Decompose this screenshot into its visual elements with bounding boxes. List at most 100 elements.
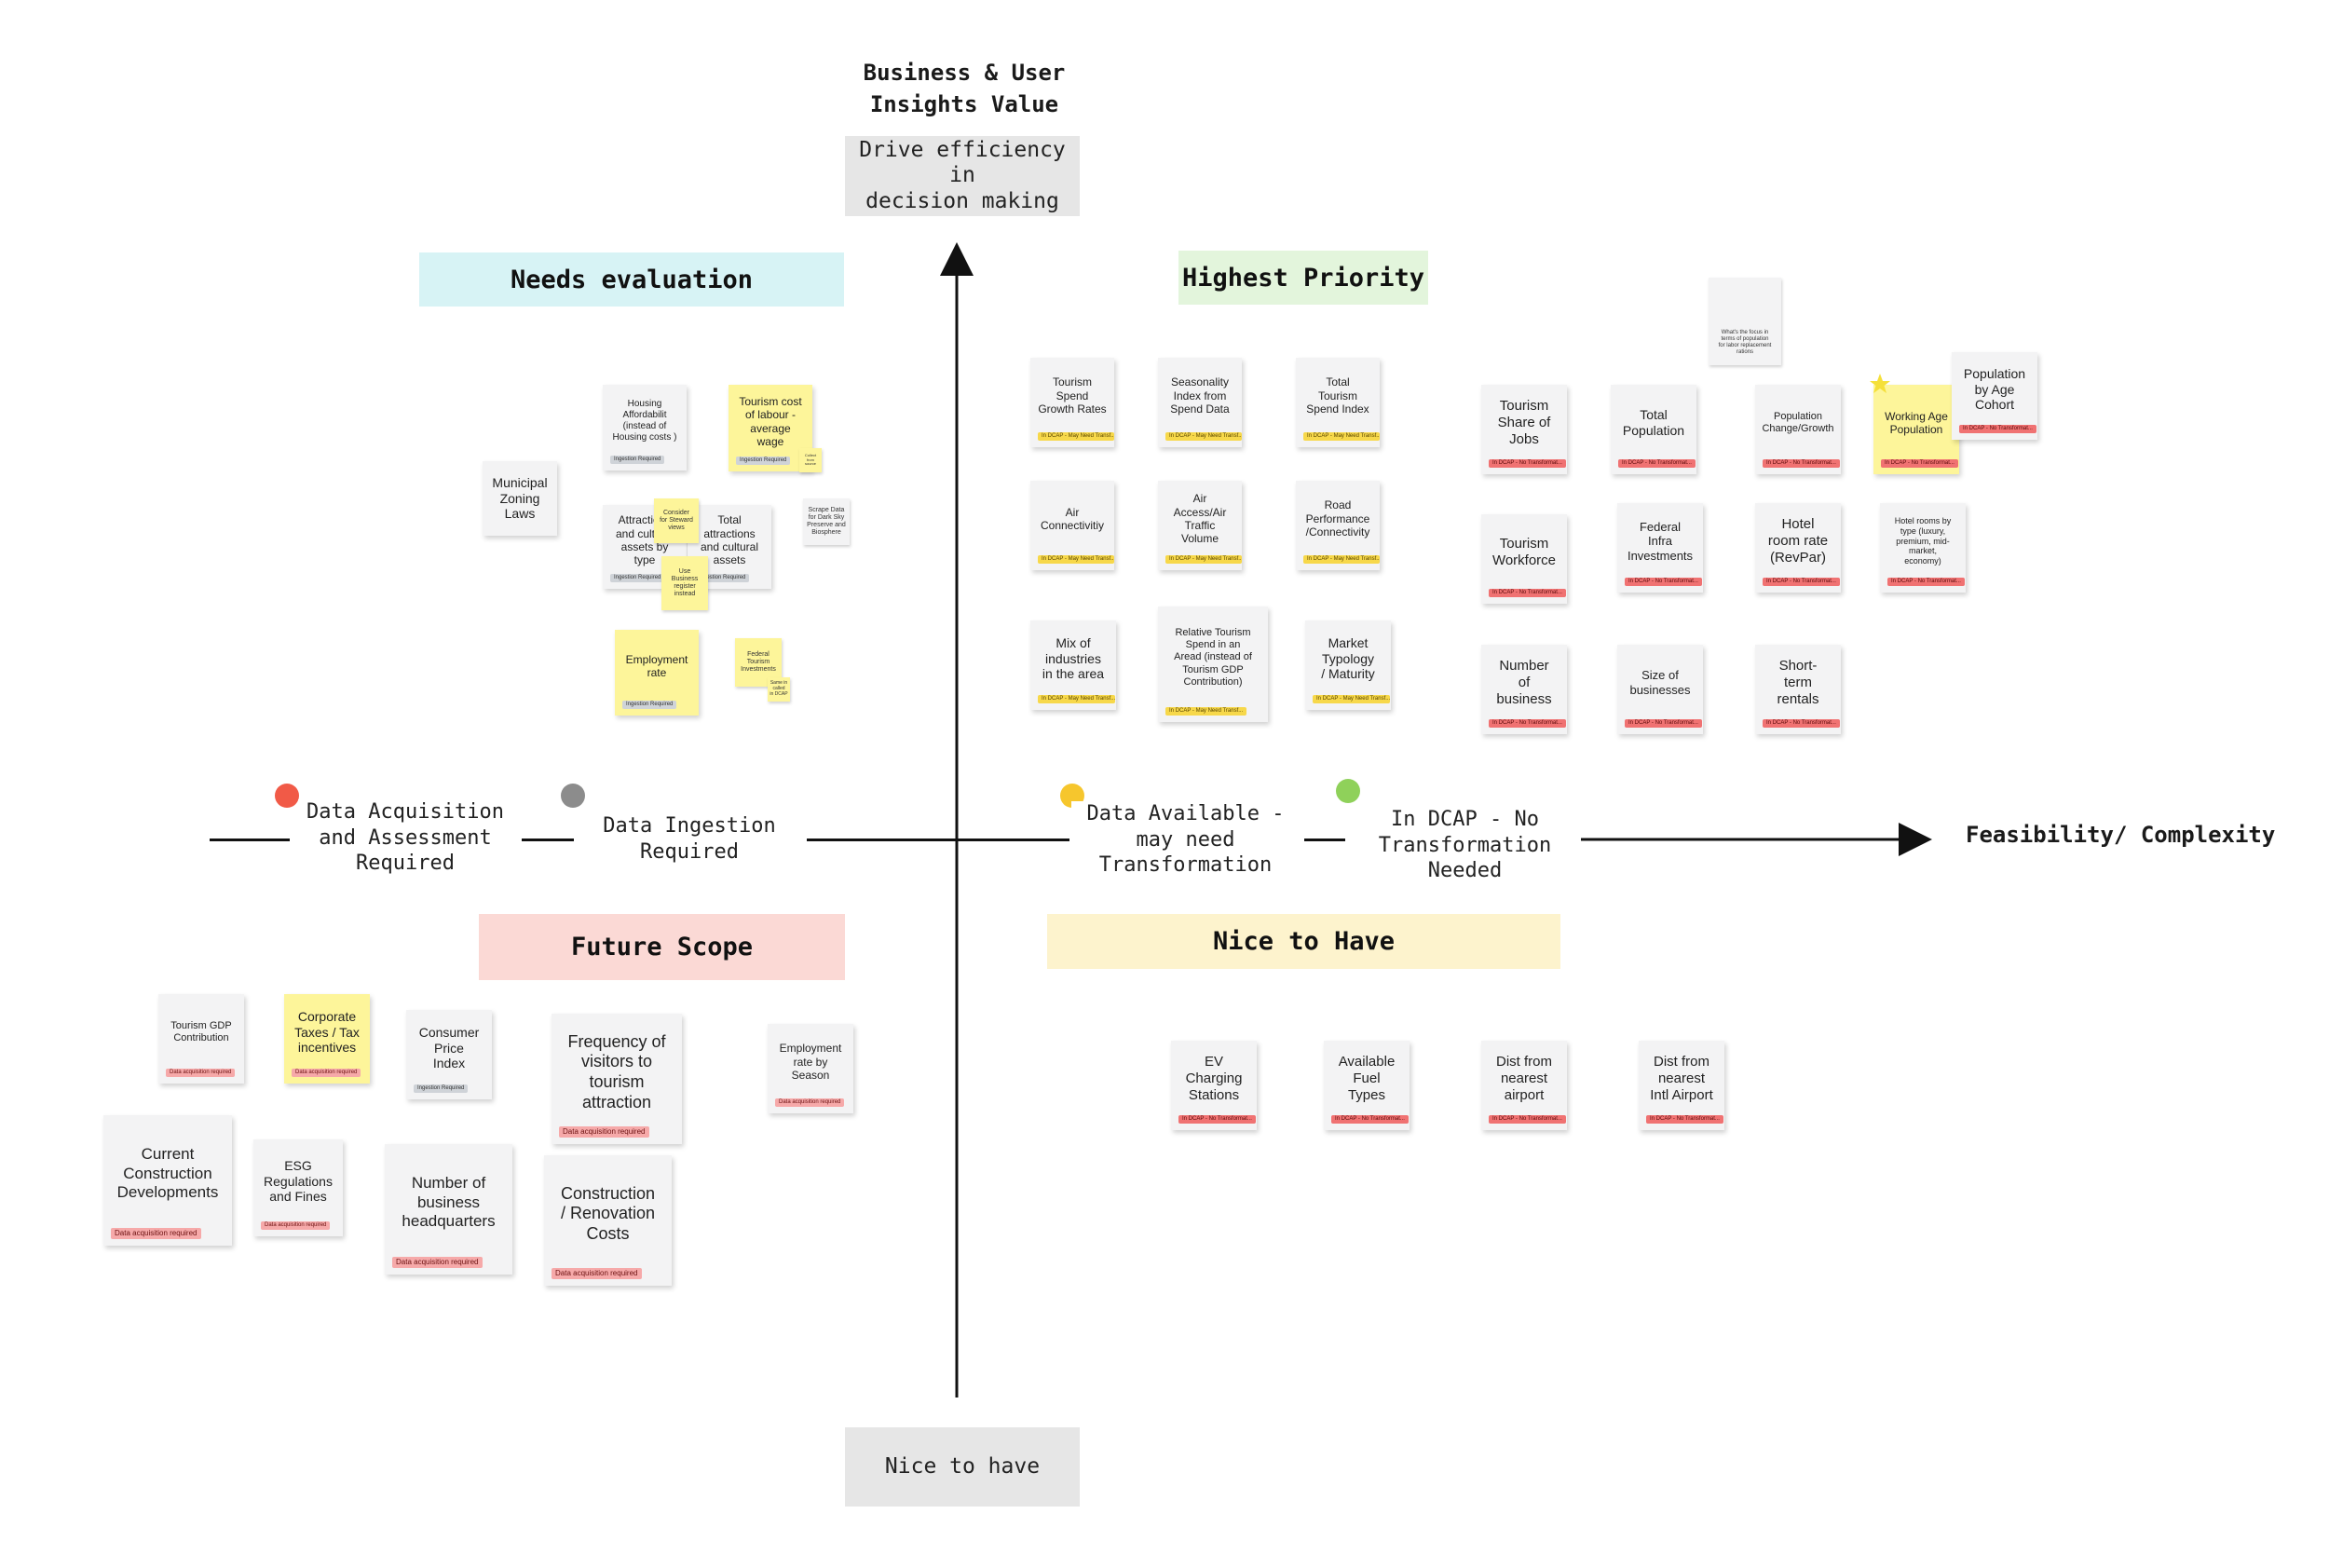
note-tag: Data acquisition required [552, 1268, 642, 1279]
note-number-of-headquarters[interactable]: Number of business headquarters Data acq… [385, 1144, 512, 1275]
note-tag: Data acquisition required [166, 1069, 236, 1077]
stage-label-dcap: In DCAP - No Transformation Needed [1355, 807, 1574, 884]
note-tag: In DCAP - No Transformat... [1489, 719, 1566, 728]
note-federal-tourism-investments[interactable]: Federal Tourism Investments [735, 638, 782, 687]
note-tag: Data acquisition required [559, 1126, 649, 1138]
note-tag: In DCAP - No Transformat... [1763, 719, 1840, 728]
note-tag: Ingestion Required [414, 1084, 469, 1093]
note-housing-affordability[interactable]: Housing Affordabilit (instead of Housing… [603, 385, 687, 470]
quadrant-future-scope: Future Scope [479, 914, 845, 980]
note-dist-nearest-airport[interactable]: Dist from nearest airport In DCAP - No T… [1481, 1041, 1567, 1130]
note-working-age-population[interactable]: Working Age Population In DCAP - No Tran… [1873, 385, 1959, 474]
y-axis-low-label: Nice to have [845, 1427, 1080, 1507]
quadrant-nice-to-have: Nice to Have [1047, 914, 1560, 969]
note-tag: In DCAP - No Transformat... [1489, 459, 1566, 468]
stage-label-ingestion: Data Ingestion Required [582, 813, 797, 865]
horizontal-axis-segment [210, 839, 290, 841]
note-tag: Data acquisition required [775, 1098, 845, 1107]
note-employment-rate-by-season[interactable]: Employment rate by Season Data acquisiti… [768, 1024, 853, 1113]
note-tag: Ingestion Required [610, 456, 665, 464]
note-current-construction[interactable]: Current Construction Developments Data a… [103, 1115, 232, 1246]
note-tag: In DCAP - May Need Transf... [1038, 555, 1114, 564]
note-tourism-workforce[interactable]: Tourism Workforce In DCAP - No Transform… [1481, 514, 1567, 604]
note-tourism-gdp-contribution[interactable]: Tourism GDP Contribution Data acquisitio… [158, 994, 244, 1084]
note-construction-renovation-costs[interactable]: Construction / Renovation Costs Data acq… [544, 1155, 672, 1286]
note-tag: In DCAP - No Transformat... [1625, 719, 1702, 728]
y-axis-high-label: Drive efficiency in decision making [845, 136, 1080, 216]
note-seasonality-index[interactable]: Seasonality Index from Spend Data In DCA… [1158, 358, 1242, 447]
note-tag: In DCAP - No Transformat... [1331, 1115, 1409, 1124]
y-axis-title: Business & User Insights Value [863, 60, 1066, 117]
note-tourism-spend-growth[interactable]: Tourism Spend Growth Rates In DCAP - May… [1030, 358, 1114, 447]
comment-same-in-dcap[interactable]: Same in called in DCAP [768, 677, 790, 702]
note-road-performance[interactable]: Road Performance /Connectivity In DCAP -… [1296, 481, 1380, 570]
note-tag: In DCAP - May Need Transf... [1038, 695, 1116, 703]
note-esg-regulations[interactable]: ESG Regulations and Fines Data acquisiti… [253, 1139, 343, 1236]
note-hotel-room-rate[interactable]: Hotel room rate (RevPar) In DCAP - No Tr… [1755, 503, 1841, 593]
note-tag: In DCAP - No Transformat... [1881, 459, 1958, 468]
note-tag: Ingestion Required [736, 457, 791, 465]
note-tourism-cost-of-labour[interactable]: Tourism cost of labour - average wage In… [729, 385, 812, 471]
note-available-fuel-types[interactable]: Available Fuel Types In DCAP - No Transf… [1324, 1041, 1410, 1130]
horizontal-axis-segment [1304, 839, 1345, 841]
horizontal-axis-segment [522, 839, 574, 841]
note-tag: In DCAP - No Transformat... [1178, 1115, 1256, 1124]
note-total-population[interactable]: Total Population In DCAP - No Transforma… [1611, 385, 1696, 474]
note-market-typology[interactable]: Market Typology / Maturity In DCAP - May… [1305, 620, 1391, 710]
note-hotel-rooms-by-type[interactable]: Hotel rooms by type (luxury, premium, mi… [1880, 503, 1966, 593]
note-dist-nearest-intl-airport[interactable]: Dist from nearest Intl Airport In DCAP -… [1639, 1041, 1724, 1130]
stage-label-available: Data Available - may need Transformation [1071, 801, 1300, 879]
note-corporate-taxes[interactable]: Corporate Taxes / Tax incentives Data ac… [284, 994, 370, 1084]
note-tag: In DCAP - No Transformat... [1959, 425, 2036, 433]
comment-use-business-register[interactable]: Use Business register instead [661, 556, 708, 610]
note-tag: Data acquisition required [261, 1221, 331, 1230]
note-tag: In DCAP - No Transformat... [1763, 578, 1840, 586]
note-municipal-zoning-laws[interactable]: Municipal Zoning Laws [483, 461, 557, 536]
note-federal-infra-investments[interactable]: Federal Infra Investments In DCAP - No T… [1617, 503, 1703, 593]
comment-population-focus[interactable]: What's the focus in terms of population … [1709, 278, 1781, 365]
note-tag: In DCAP - No Transformat... [1625, 578, 1702, 586]
note-tag: In DCAP - May Need Transf... [1313, 695, 1391, 703]
stage-label-acquisition: Data Acquisition and Assessment Required [298, 799, 512, 877]
note-tag: Data acquisition required [111, 1228, 201, 1239]
note-tag: In DCAP - No Transformat... [1887, 578, 1965, 586]
note-employment-rate[interactable]: Employment rate Ingestion Required [615, 630, 699, 716]
note-relative-tourism-spend[interactable]: Relative Tourism Spend in an Aread (inst… [1158, 607, 1268, 722]
horizontal-axis-segment [807, 839, 1069, 841]
stage-dot-dcap [1336, 779, 1360, 803]
note-mix-of-industries[interactable]: Mix of industries in the area In DCAP - … [1030, 620, 1116, 710]
stage-dot-ingestion [561, 784, 585, 808]
note-size-of-businesses[interactable]: Size of businesses In DCAP - No Transfor… [1617, 645, 1703, 734]
stage-dot-acquisition [275, 784, 299, 808]
quadrant-needs-evaluation: Needs evaluation [419, 252, 844, 307]
note-short-term-rentals[interactable]: Short- term rentals In DCAP - No Transfo… [1755, 645, 1841, 734]
note-tag: In DCAP - No Transformat... [1646, 1115, 1723, 1124]
comment-collect-from-source[interactable]: Collect from source [799, 448, 822, 472]
note-tag: In DCAP - No Transformat... [1489, 1115, 1566, 1124]
note-population-change[interactable]: Population Change/Growth In DCAP - No Tr… [1755, 385, 1841, 474]
note-air-traffic-volume[interactable]: Air Access/Air Traffic Volume In DCAP - … [1158, 481, 1242, 570]
note-tag: Data acquisition required [392, 1257, 483, 1268]
comment-consider-steward[interactable]: Consider for Steward views [654, 498, 699, 543]
note-tag: In DCAP - May Need Transf... [1165, 707, 1247, 716]
note-number-of-business[interactable]: Number of business In DCAP - No Transfor… [1481, 645, 1567, 734]
x-axis-title: Feasibility/ Complexity [1966, 822, 2276, 848]
note-ev-charging[interactable]: EV Charging Stations In DCAP - No Transf… [1171, 1041, 1257, 1130]
note-tag: In DCAP - May Need Transf... [1303, 432, 1380, 441]
note-tourism-share-of-jobs[interactable]: Tourism Share of Jobs In DCAP - No Trans… [1481, 385, 1567, 474]
note-tag: In DCAP - May Need Transf... [1038, 432, 1114, 441]
note-population-by-age-cohort[interactable]: Population by Age Cohort In DCAP - No Tr… [1952, 352, 2037, 440]
note-tag: In DCAP - May Need Transf... [1303, 555, 1380, 564]
note-total-tourism-spend-index[interactable]: Total Tourism Spend Index In DCAP - May … [1296, 358, 1380, 447]
note-tag: In DCAP - No Transformat... [1618, 459, 1696, 468]
note-tag: Ingestion Required [622, 701, 677, 709]
note-tag: In DCAP - May Need Transf... [1165, 432, 1242, 441]
note-frequency-of-visitors[interactable]: Frequency of visitors to tourism attract… [552, 1014, 682, 1144]
note-tag: Ingestion Required [695, 574, 750, 582]
note-air-connectivity[interactable]: Air Connectivitiy In DCAP - May Need Tra… [1030, 481, 1114, 570]
comment-scrape-dark-sky[interactable]: Scrape Data for Dark Sky Preserve and Bi… [803, 498, 850, 545]
note-consumer-price-index[interactable]: Consumer Price Index Ingestion Required [406, 1010, 492, 1099]
quadrant-highest-priority: Highest Priority [1178, 251, 1428, 305]
